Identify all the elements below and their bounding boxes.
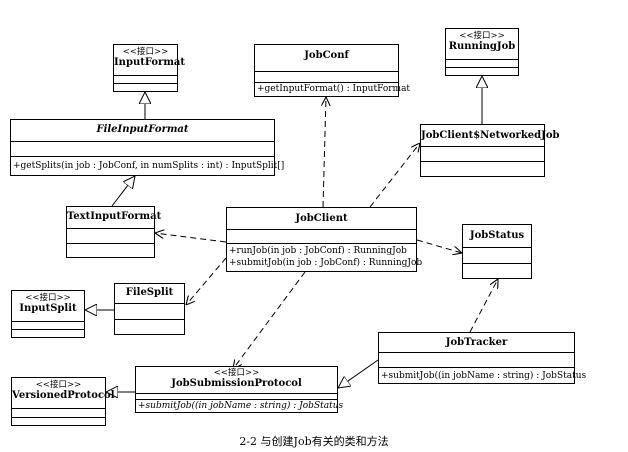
edge-jobclient-depends-filesplit bbox=[186, 257, 227, 305]
edge-jobclient-depends-jobstatus bbox=[416, 239, 462, 253]
stereotype-label: <<接口>> bbox=[122, 47, 169, 57]
class-name: TextInputFormat bbox=[67, 211, 162, 222]
class-name: JobStatus bbox=[469, 230, 525, 241]
class-name: JobClient bbox=[295, 213, 348, 224]
class-fileinputformat: FileInputFormat +getSplits(in job : JobC… bbox=[10, 119, 284, 176]
class-name: FileInputFormat bbox=[96, 124, 189, 135]
edge-jobclient-depends-jobconf bbox=[323, 97, 326, 208]
class-runningjob: <<接口>> RunningJob bbox=[445, 28, 519, 76]
class-jobconf: JobConf +getInputFormat() : InputFormat bbox=[254, 44, 410, 97]
class-textinputformat: TextInputFormat bbox=[66, 206, 162, 258]
interface-versionedprotocol: <<接口>> VersionedProtocol bbox=[11, 377, 115, 426]
edge-jobclient-depends-protocol bbox=[233, 271, 306, 369]
operation-submitjob: +submitJob(in job : JobConf) : RunningJo… bbox=[229, 258, 423, 268]
class-name: VersionedProtocol bbox=[12, 390, 115, 401]
interface-jobsubmissionprotocol: <<接口>> JobSubmissionProtocol +submitJob(… bbox=[135, 366, 343, 413]
stereotype-label: <<接口>> bbox=[35, 380, 82, 390]
class-name: InputSplit bbox=[19, 303, 77, 314]
operation-submitjob: +submitJob((in jobName : string) : JobSt… bbox=[138, 401, 344, 411]
operation-submitjob: +submitJob((in jobName : string) : JobSt… bbox=[381, 371, 587, 381]
stereotype-label: <<接口>> bbox=[213, 368, 260, 378]
class-name: JobClient$NetworkedJob bbox=[421, 130, 560, 141]
class-name: RunningJob bbox=[448, 41, 516, 52]
stereotype-label: <<接口>> bbox=[25, 293, 71, 303]
class-name: InputFormat bbox=[114, 57, 186, 68]
class-jobstatus: JobStatus bbox=[462, 224, 532, 279]
class-filesplit: FileSplit bbox=[114, 283, 185, 335]
class-jobclient: JobClient +runJob(in job : JobConf) : Ru… bbox=[226, 207, 422, 272]
edge-jobtracker-implements-protocol bbox=[338, 359, 379, 388]
figure-caption: 2-2 与创建Job有关的类和方法 bbox=[239, 435, 389, 448]
class-jobtracker: JobTracker +submitJob((in jobName : stri… bbox=[378, 332, 586, 384]
operation-getinputformat: +getInputFormat() : InputFormat bbox=[257, 84, 411, 94]
class-name: JobConf bbox=[304, 50, 349, 61]
class-name: JobTracker bbox=[445, 337, 508, 348]
class-inputsplit: <<接口>> InputSplit bbox=[11, 290, 85, 338]
edge-jobclient-depends-textinputformat bbox=[155, 233, 227, 243]
operation-runjob: +runJob(in job : JobConf) : RunningJob bbox=[229, 246, 407, 256]
stereotype-label: <<接口>> bbox=[459, 31, 505, 41]
class-jobclient-networkedjob: JobClient$NetworkedJob bbox=[420, 124, 560, 177]
class-inputformat: <<接口>> InputFormat bbox=[113, 44, 186, 92]
edge-textinputformat-extends-fileinputformat bbox=[111, 176, 135, 207]
operation-getsplits: +getSplits(in job : JobConf, in numSplit… bbox=[13, 161, 285, 171]
edge-jobclient-depends-networkedjob bbox=[369, 143, 420, 208]
edge-jobtracker-depends-jobstatus bbox=[469, 279, 498, 333]
class-name: FileSplit bbox=[125, 287, 174, 298]
class-name: JobSubmissionProtocol bbox=[171, 378, 302, 389]
